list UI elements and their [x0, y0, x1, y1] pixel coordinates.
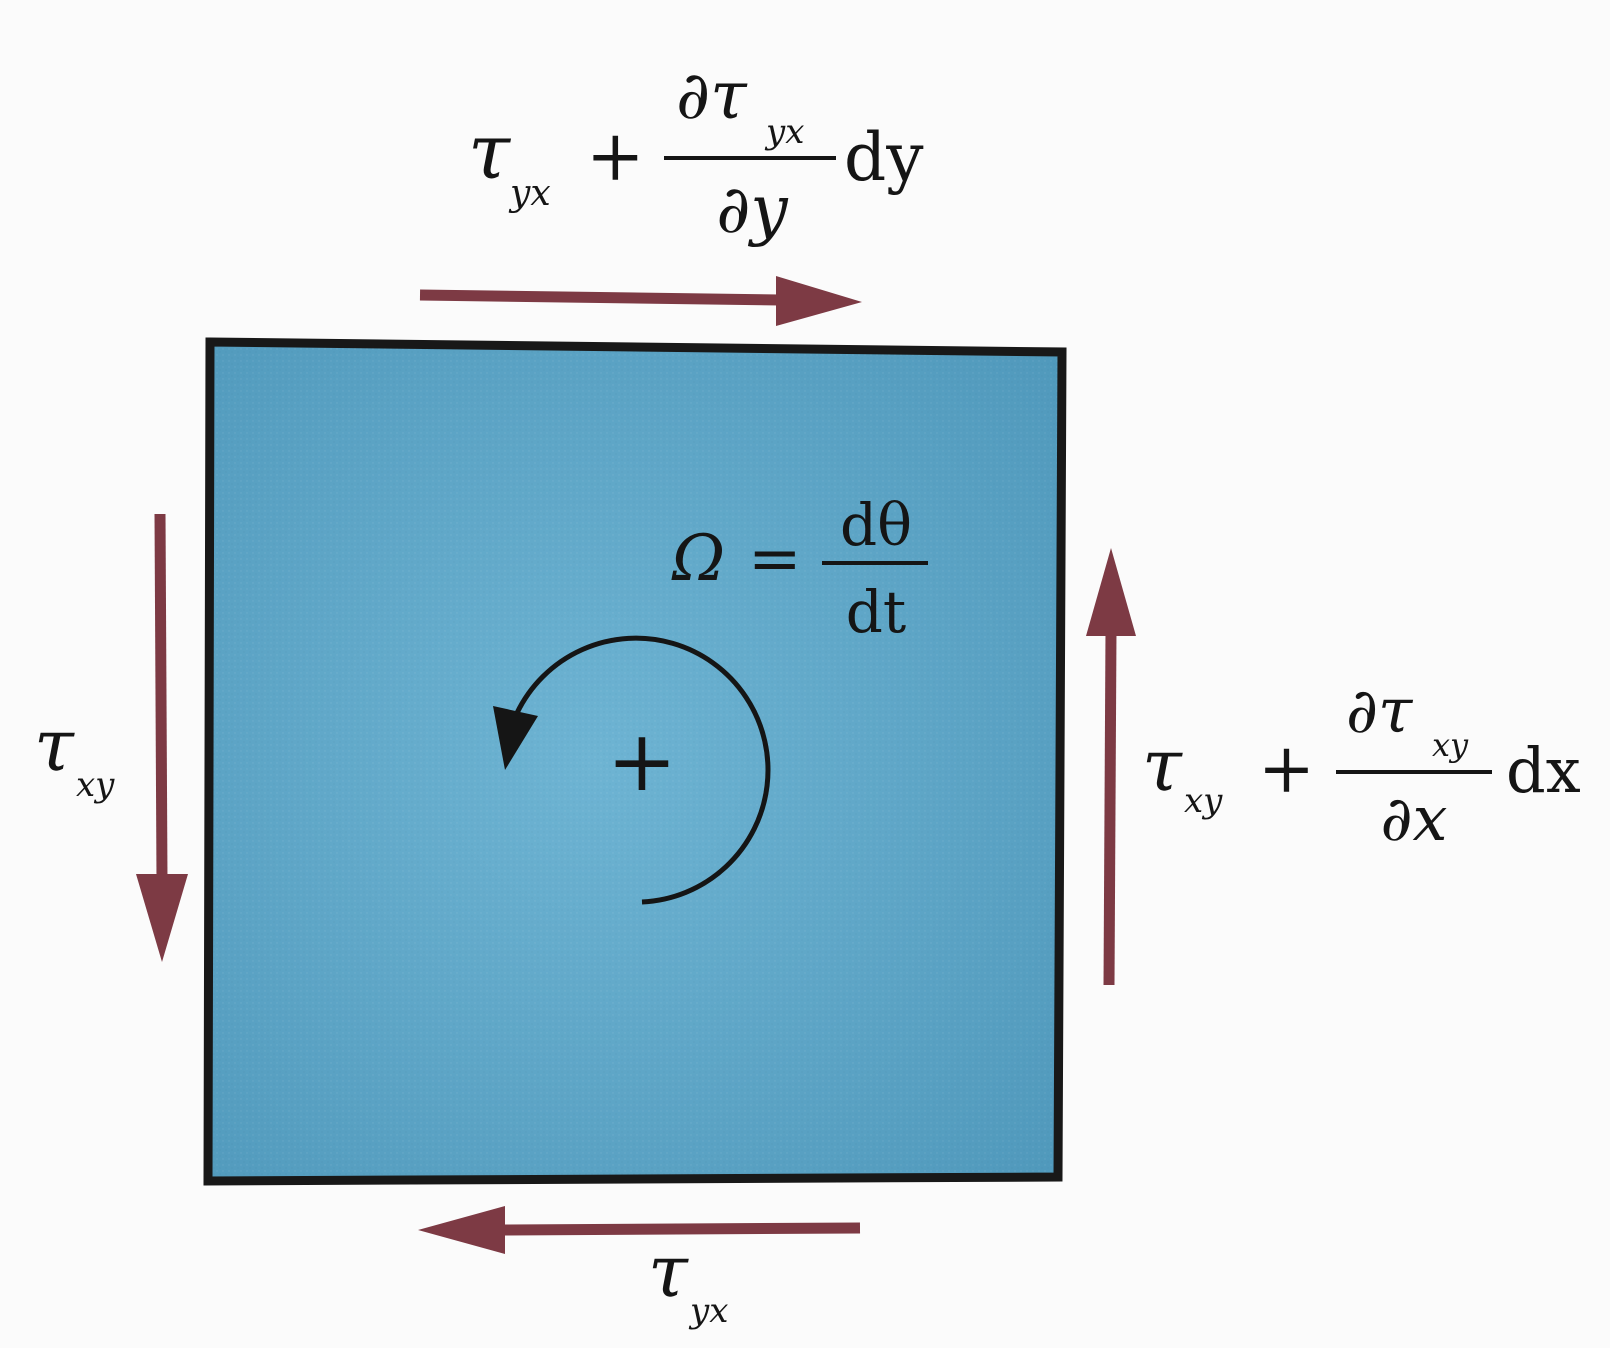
- differential: dx: [1506, 734, 1581, 807]
- tau-symbol: τ: [468, 107, 512, 196]
- plus-sign: +: [586, 115, 645, 197]
- bottom-shear-label: τ yx: [648, 1229, 728, 1331]
- tau-symbol: τ: [648, 1229, 689, 1313]
- partial-numerator: ∂τ: [676, 57, 748, 134]
- tau-subscript: yx: [508, 173, 551, 214]
- fluid-element-texture: [208, 342, 1062, 1181]
- tau-symbol: τ: [1142, 723, 1183, 807]
- partial-denominator: ∂y: [716, 171, 788, 248]
- top-shear-label: τ yx + ∂τ yx ∂y dy: [468, 57, 924, 248]
- bottom-shear-arrow: [418, 1206, 861, 1254]
- left-shear-arrow: [136, 513, 188, 962]
- tau-symbol: τ: [34, 703, 75, 787]
- right-shear-label: τ xy + ∂τ xy ∂x dx: [1142, 674, 1581, 855]
- partial-numerator-subscript: xy: [1432, 726, 1469, 764]
- fraction-denominator: dt: [846, 578, 906, 646]
- differential: dy: [844, 119, 924, 196]
- right-shear-arrow: [1086, 548, 1136, 986]
- tau-subscript: yx: [688, 1291, 728, 1331]
- tau-subscript: xy: [1184, 781, 1223, 821]
- partial-numerator-subscript: yx: [764, 112, 804, 152]
- angular-velocity-label: Ω = dθ dt: [671, 491, 928, 646]
- partial-numerator: ∂τ: [1346, 674, 1414, 747]
- top-shear-arrow: [419, 276, 862, 326]
- omega-symbol: Ω: [671, 522, 725, 596]
- rotation-sign: +: [607, 712, 677, 810]
- equals-sign: =: [748, 522, 802, 596]
- plus-sign: +: [1258, 730, 1315, 809]
- left-shear-label: τ xy: [34, 703, 115, 805]
- fluid-element: [203, 337, 1067, 1186]
- tau-subscript: xy: [76, 765, 115, 805]
- fluid-element-border: [203, 337, 1067, 1186]
- fraction-numerator: dθ: [840, 491, 912, 559]
- svg-text:+: +: [607, 712, 677, 810]
- counterclockwise-arc-arrow-icon: [493, 635, 771, 905]
- partial-denominator: ∂x: [1380, 782, 1447, 855]
